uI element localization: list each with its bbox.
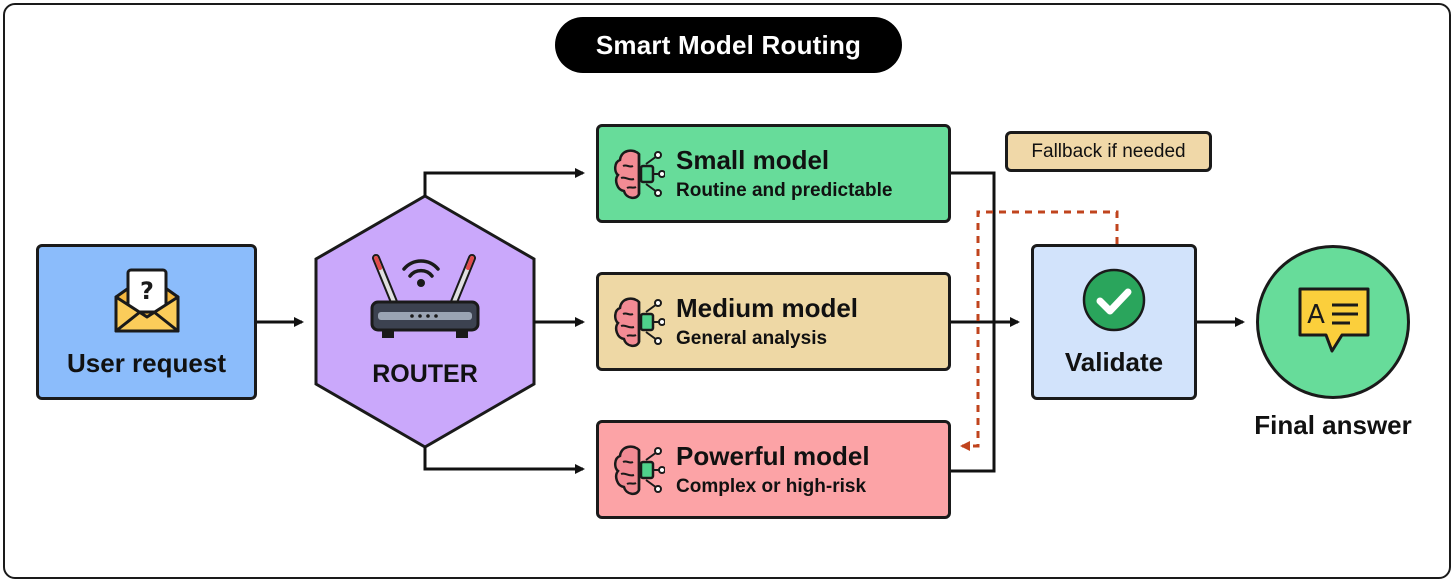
medium-model-name: Medium model	[676, 292, 859, 323]
validate-node: Validate	[1031, 244, 1197, 400]
svg-text:?: ?	[140, 277, 154, 305]
powerful-model-description: Complex or high-risk	[676, 475, 867, 497]
small-model-name: Small model	[676, 144, 830, 175]
validate-label: Validate	[1064, 347, 1164, 377]
arrow-router-to-powerful	[423, 447, 585, 474]
arrow-router-to-small	[423, 168, 585, 196]
answer-speech-bubble-icon: A	[1296, 285, 1372, 362]
powerful-model-name: Powerful model	[676, 440, 870, 471]
check-circle-icon	[1082, 268, 1146, 337]
svg-text:A: A	[1307, 300, 1325, 330]
router-label: ROUTER	[372, 360, 478, 388]
brain-chip-icon	[613, 146, 666, 202]
medium-model-node: Medium model General analysis	[596, 272, 951, 371]
medium-model-description: General analysis	[676, 327, 828, 349]
small-model-description: Routine and predictable	[676, 179, 893, 201]
fallback-label: Fallback if needed	[1005, 131, 1212, 172]
final-answer-label: Final answer	[1254, 410, 1412, 440]
brain-chip-icon	[613, 294, 666, 350]
brain-chip-icon	[613, 442, 666, 498]
fallback-dashed-arrow	[960, 210, 1119, 451]
user-request-node: ? User request	[36, 244, 257, 400]
diagram-title: Smart Model Routing	[555, 17, 902, 73]
envelope-question-icon: ?	[112, 267, 182, 342]
user-request-label: User request	[67, 348, 226, 378]
powerful-model-node: Powerful model Complex or high-risk	[596, 420, 951, 519]
wifi-router-icon	[370, 252, 480, 347]
small-model-node: Small model Routine and predictable	[596, 124, 951, 223]
